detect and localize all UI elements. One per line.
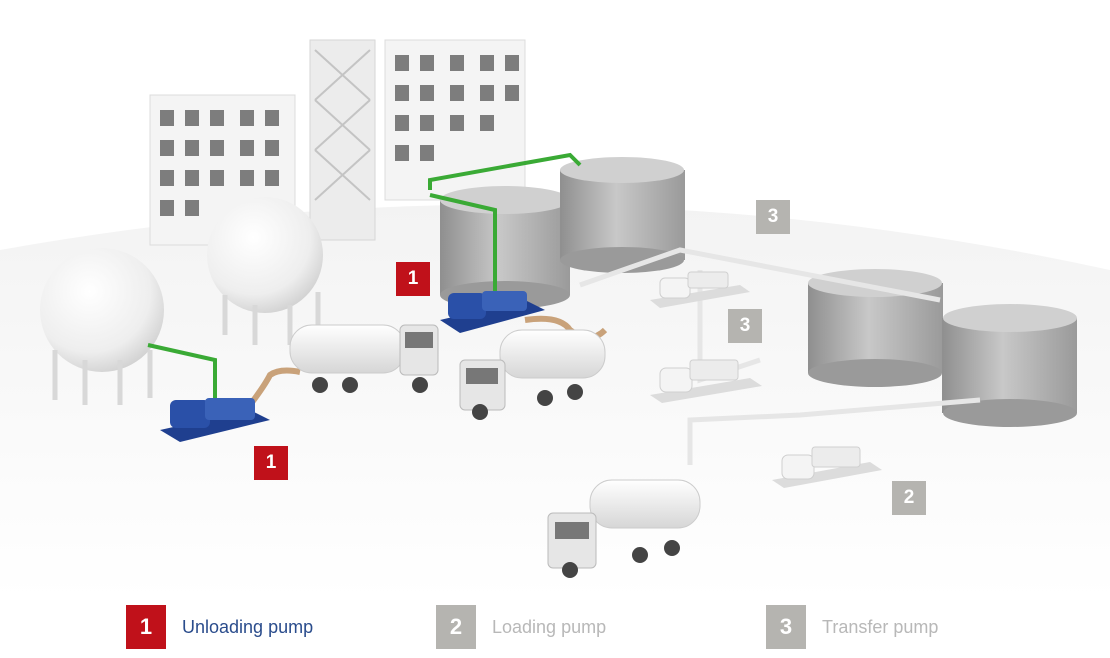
transfer-pump-middle bbox=[650, 359, 762, 403]
product-pipes bbox=[147, 152, 582, 400]
legend-number-transfer: 3 bbox=[766, 605, 806, 649]
loading-pump-marker: 2 bbox=[892, 481, 926, 515]
unloading-pump-marker-right: 1 bbox=[396, 262, 430, 296]
legend-label-loading: Loading pump bbox=[492, 616, 607, 637]
legend-item-transfer: 3 Transfer pump bbox=[766, 603, 938, 651]
legend-label-unloading: Unloading pump bbox=[182, 616, 314, 637]
tanker-truck-2 bbox=[459, 329, 606, 420]
unloading-pump-marker-left: 1 bbox=[254, 446, 288, 480]
transfer-pump-marker-middle: 3 bbox=[728, 309, 762, 343]
legend-item-unloading: 1 Unloading pump bbox=[126, 603, 313, 651]
loading-pump bbox=[772, 446, 882, 488]
legend-number-loading: 2 bbox=[436, 605, 476, 649]
transfer-pump-top bbox=[650, 271, 750, 308]
tanker-truck-3 bbox=[547, 479, 701, 578]
spherical-tanks bbox=[40, 197, 323, 405]
unloading-pump-left bbox=[160, 398, 270, 442]
storage-tanks bbox=[440, 157, 1077, 427]
transfer-pump-marker-top: 3 bbox=[756, 200, 790, 234]
legend-item-loading: 2 Loading pump bbox=[436, 603, 606, 651]
legend-label-transfer: Transfer pump bbox=[822, 616, 939, 637]
legend-number-unloading: 1 bbox=[126, 605, 166, 649]
tanker-truck-1 bbox=[289, 324, 439, 393]
unloading-pump-right bbox=[440, 291, 545, 333]
plant-illustration bbox=[0, 39, 1110, 600]
